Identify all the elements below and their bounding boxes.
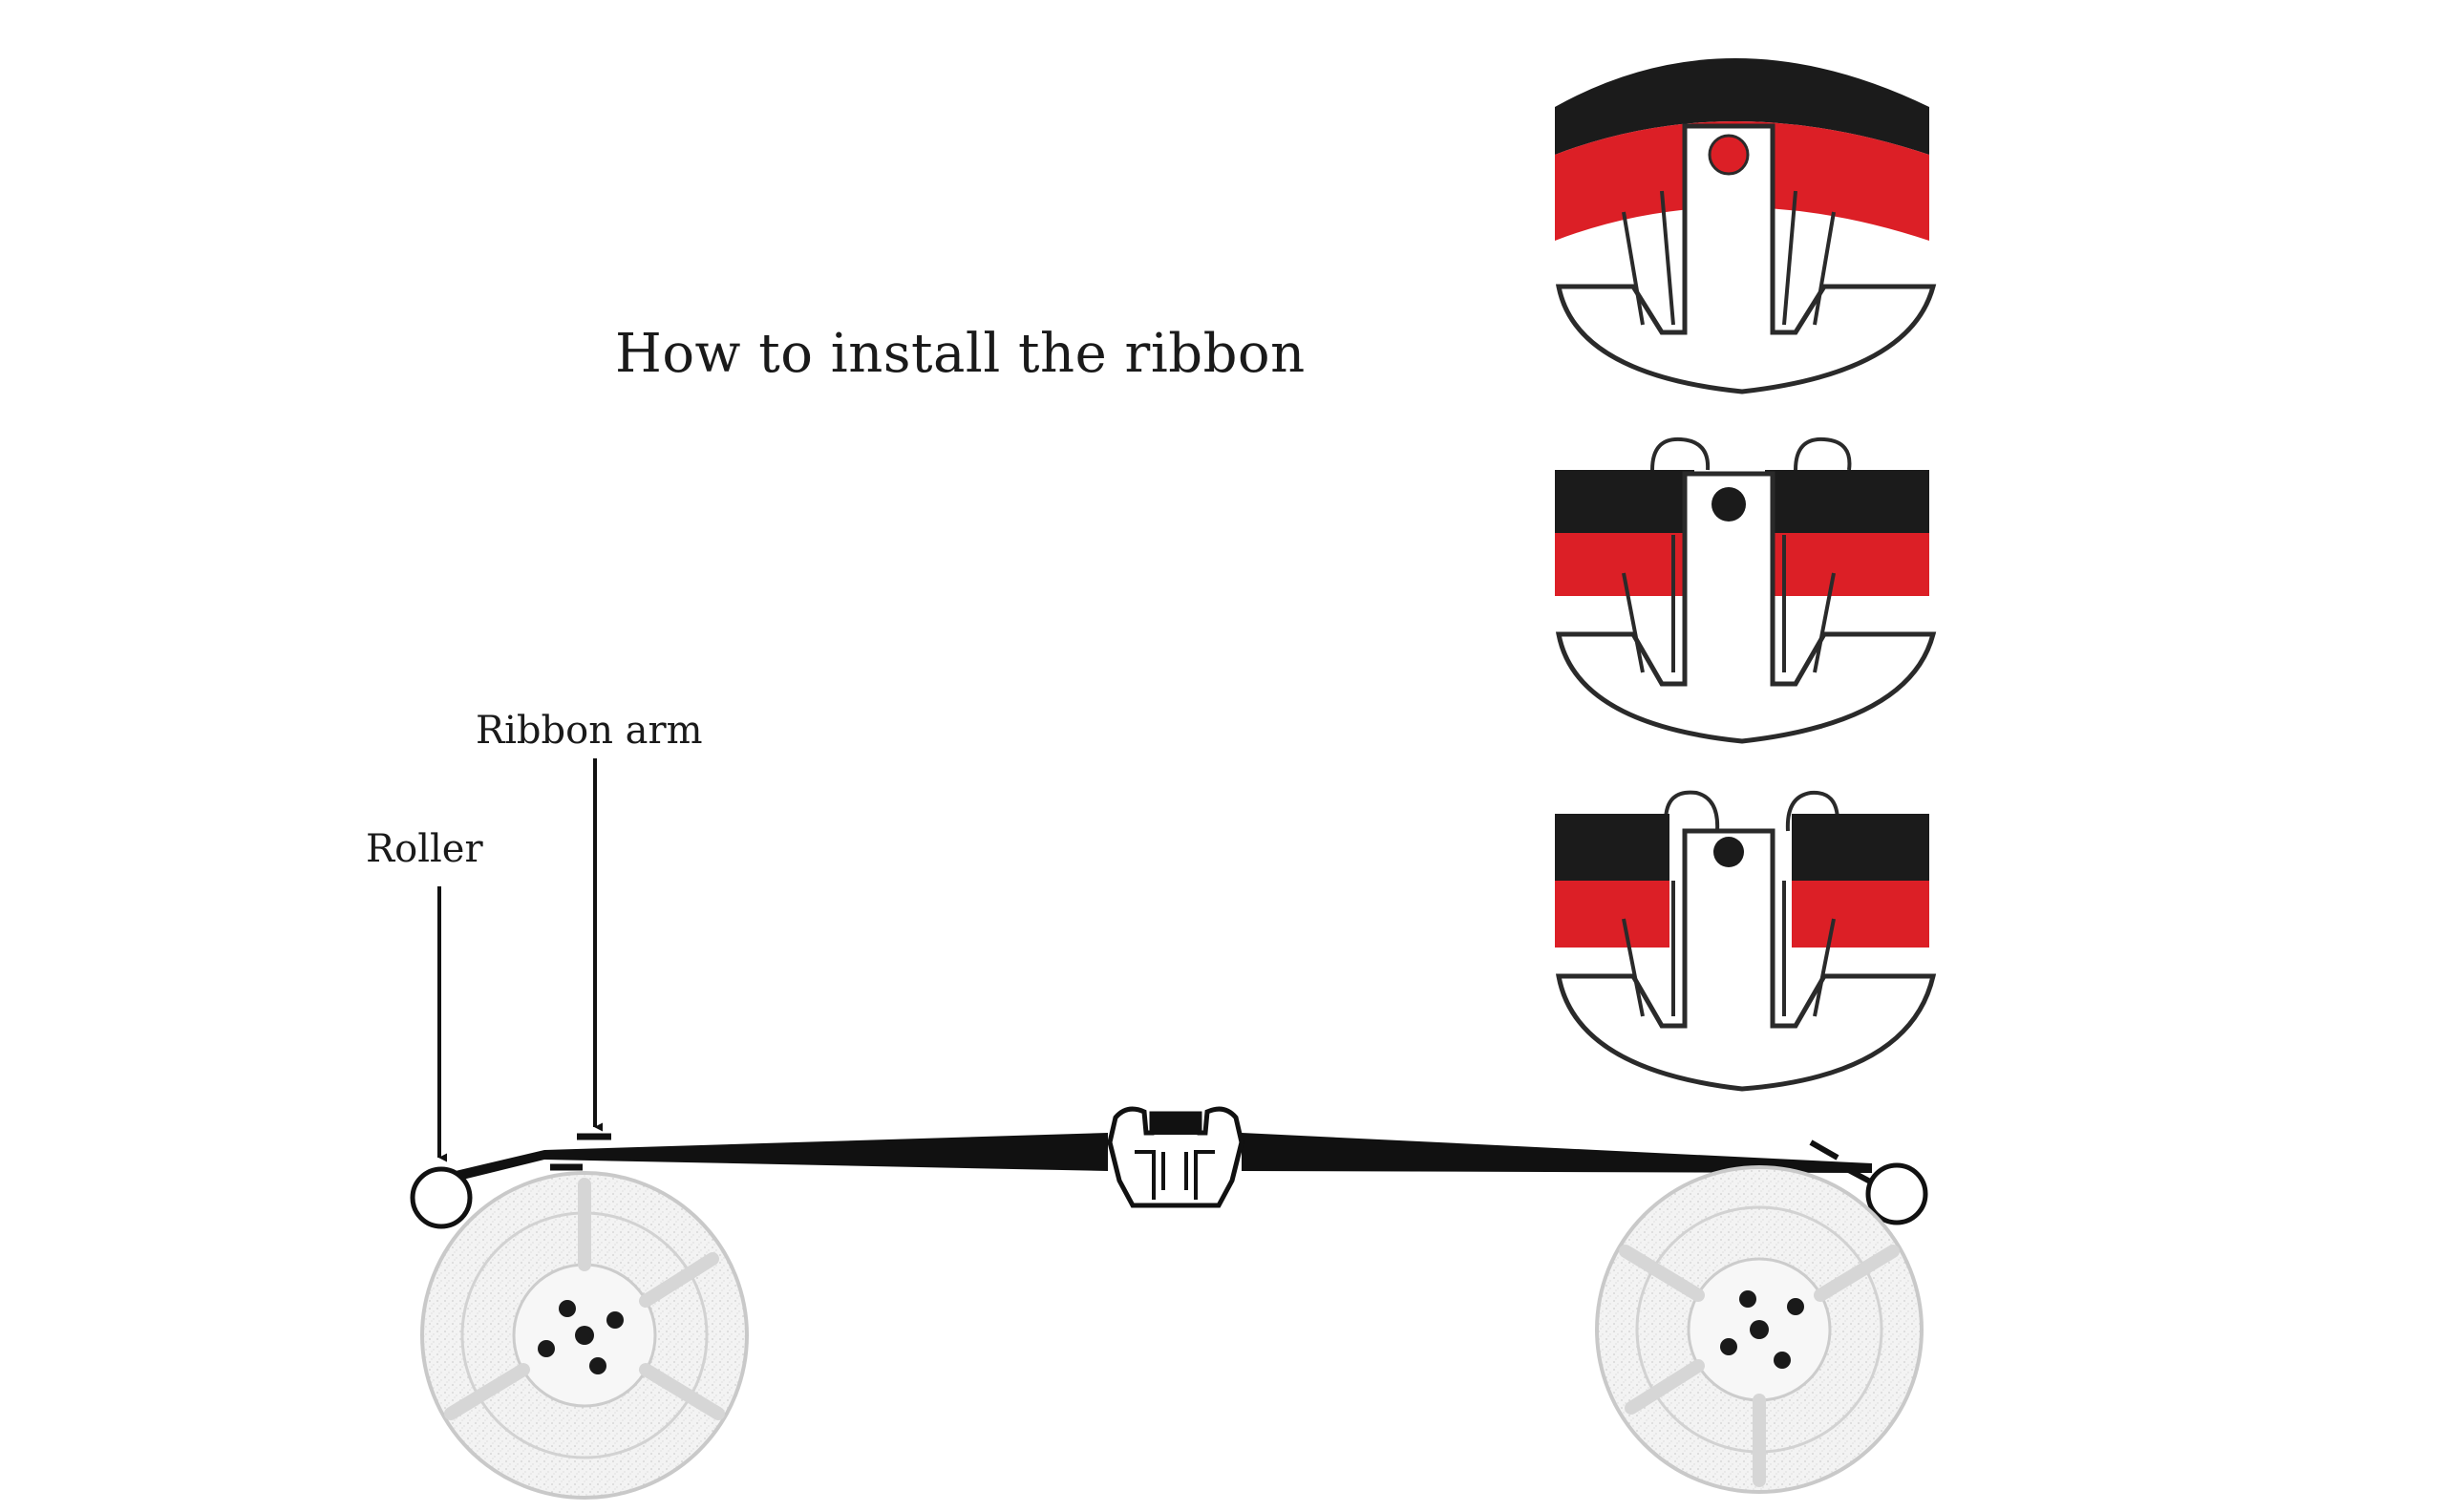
left-roller xyxy=(410,1166,473,1229)
guide-body xyxy=(1555,471,1937,744)
ribbon-right-span xyxy=(1242,1133,1872,1173)
ribbon-black-left xyxy=(1555,814,1669,881)
guide-prongs xyxy=(1622,535,1836,673)
ribbon-black-right xyxy=(1765,470,1929,533)
guide-detail-step-1 xyxy=(1555,58,1937,394)
right-spool xyxy=(1595,1165,1924,1494)
guide-prongs xyxy=(1622,881,1836,1017)
ribbon-black-right xyxy=(1792,814,1929,881)
guide-pin xyxy=(1708,134,1750,176)
ribbon-red-left xyxy=(1555,881,1669,948)
guide-body xyxy=(1555,123,1937,394)
left-spool xyxy=(420,1171,749,1500)
right-arm-mark-2 xyxy=(1841,1164,1874,1185)
ribbon-to-left-roller xyxy=(439,1150,544,1184)
ribbon-arm-label: Ribbon arm xyxy=(476,709,703,753)
roller-label: Roller xyxy=(366,827,483,871)
ribbon-vibrator-guide xyxy=(1107,1106,1244,1208)
guide-detail-step-3 xyxy=(1555,790,1937,1092)
diagram-title: How to install the ribbon xyxy=(615,323,1306,385)
guide-top-loops xyxy=(1650,437,1852,471)
guide-right-prong xyxy=(1782,190,1836,326)
right-arm-mark-1 xyxy=(1809,1139,1839,1161)
guide-pin xyxy=(1713,837,1744,867)
guide-left-prong xyxy=(1622,190,1675,326)
ribbon-red-right xyxy=(1765,533,1929,596)
ribbon-path xyxy=(439,1133,1874,1185)
ribbon-black-left xyxy=(1555,470,1694,533)
right-roller xyxy=(1865,1162,1928,1225)
guide-pin xyxy=(1712,487,1746,522)
guide-top-loops xyxy=(1664,790,1839,832)
ribbon-black-band xyxy=(1555,58,1929,155)
guide-detail-step-2 xyxy=(1555,437,1937,744)
ribbon-red-right xyxy=(1792,881,1929,948)
ribbon-left-span xyxy=(544,1133,1108,1171)
